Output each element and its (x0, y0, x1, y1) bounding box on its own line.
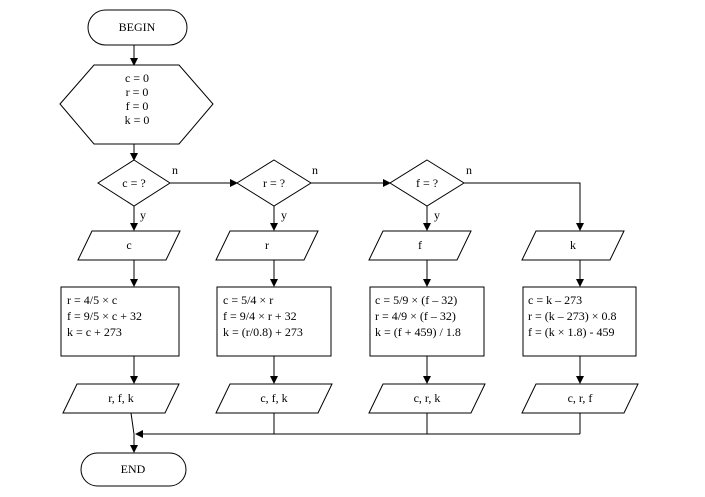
decision-f-label: f = ? (416, 176, 438, 190)
process-f-line-3: k = (f + 459) / 1.8 (375, 325, 461, 339)
input-r-label: r (265, 238, 269, 252)
process-from-r: c = 5/4 × r f = 9/4 × r + 32 k = (r/0.8)… (216, 286, 332, 357)
yes-label-2: y (281, 208, 287, 222)
process-c-line-1: r = 4/5 × c (67, 293, 117, 307)
no-label-3: n (466, 163, 472, 177)
no-label-1: n (172, 163, 178, 177)
process-k-line-3: f = (k × 1.8) - 459 (528, 325, 615, 339)
decision-c: c = ? (97, 159, 171, 207)
input-k: k (521, 230, 625, 261)
input-r: r (215, 230, 319, 261)
process-c-line-3: k = c + 273 (67, 325, 122, 339)
end-label: END (121, 462, 146, 476)
decision-r-label: r = ? (263, 176, 285, 190)
init-line-3: f = 0 (126, 99, 149, 113)
output-r-label: c, f, k (260, 391, 287, 405)
process-from-c: r = 4/5 × c f = 9/5 × c + 32 k = c + 273 (60, 286, 180, 357)
input-k-label: k (570, 238, 576, 252)
decision-r: r = ? (236, 159, 312, 207)
output-f-label: c, r, k (414, 391, 441, 405)
no-label-2: n (312, 163, 318, 177)
input-c-label: c (126, 238, 131, 252)
yes-label-3: y (434, 208, 440, 222)
output-from-f: c, r, k (368, 383, 486, 414)
output-c-label: r, f, k (108, 391, 134, 405)
init-line-2: r = 0 (126, 85, 149, 99)
end-terminator: END (80, 452, 187, 487)
input-c: c (77, 230, 181, 261)
process-f-line-2: r = 4/9 × (f – 32) (375, 309, 456, 323)
arrow-no-3 (464, 182, 584, 231)
arrow-to-end (130, 412, 138, 453)
decision-c-label: c = ? (122, 176, 145, 190)
process-k-line-2: r = (k – 273) × 0.8 (528, 309, 617, 323)
output-k-label: c, r, f (568, 391, 593, 405)
decision-f: f = ? (389, 159, 465, 207)
process-f-line-1: c = 5/9 × (f – 32) (375, 293, 457, 307)
init-line-1: c = 0 (125, 71, 149, 85)
process-from-k: c = k – 273 r = (k – 273) × 0.8 f = (k ×… (522, 286, 637, 357)
begin-label: BEGIN (119, 20, 156, 34)
process-c-line-2: f = 9/5 × c + 32 (67, 309, 142, 323)
output-from-c: r, f, k (62, 383, 180, 414)
input-f: f (368, 230, 472, 261)
connectors (130, 45, 584, 453)
output-from-k: c, r, f (521, 383, 639, 414)
begin-terminator: BEGIN (87, 9, 188, 46)
process-r-line-3: k = (r/0.8) + 273 (223, 325, 303, 339)
init-preparation: c = 0 r = 0 f = 0 k = 0 (59, 64, 214, 145)
init-line-4: k = 0 (125, 113, 150, 127)
process-k-line-1: c = k – 273 (528, 293, 582, 307)
process-r-line-2: f = 9/4 × r + 32 (223, 309, 297, 323)
output-from-r: c, f, k (215, 383, 333, 414)
process-from-f: c = 5/9 × (f – 32) r = 4/9 × (f – 32) k … (369, 286, 485, 357)
yes-label-1: y (140, 208, 146, 222)
process-r-line-1: c = 5/4 × r (223, 293, 273, 307)
input-f-label: f (418, 238, 422, 252)
